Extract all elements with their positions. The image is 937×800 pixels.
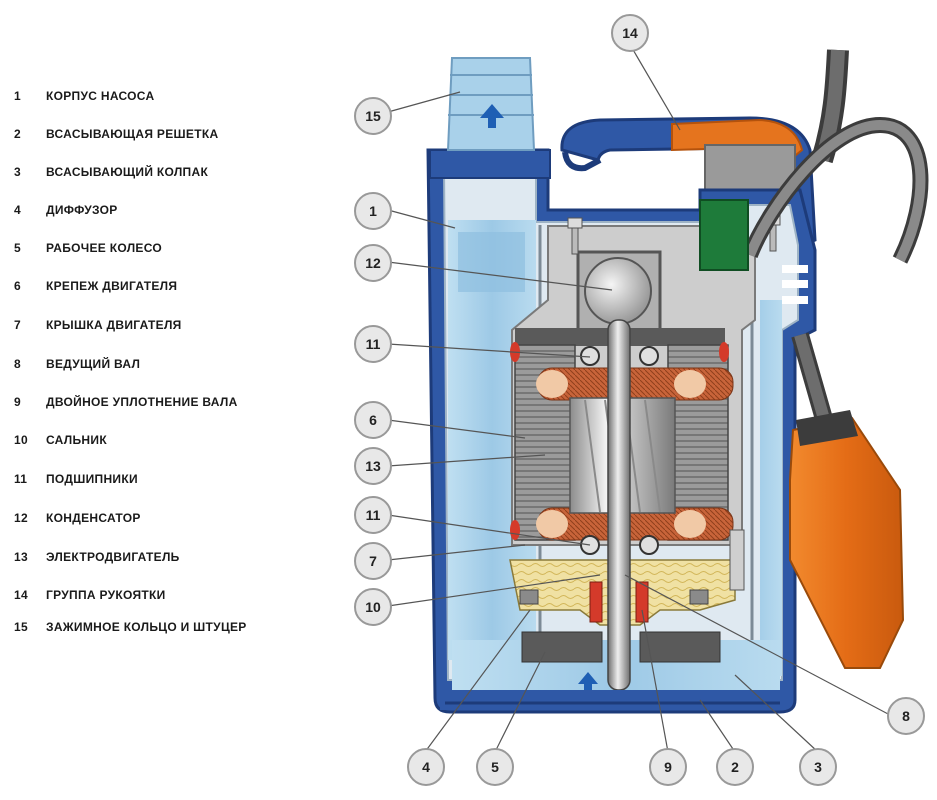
drive-shaft (607, 319, 631, 691)
callout-15: 15 (354, 97, 392, 135)
callout-14: 14 (611, 14, 649, 52)
svg-text:13: 13 (365, 458, 381, 474)
svg-text:15: 15 (365, 108, 381, 124)
legend-number: 11 (14, 472, 28, 486)
callout-11-top: 11 (354, 325, 392, 363)
svg-text:2: 2 (731, 759, 739, 775)
svg-text:8: 8 (902, 708, 910, 724)
motor-compartment (510, 214, 781, 555)
legend-label: ГРУППА РУКОЯТКИ (46, 588, 166, 602)
legend-item-14: 14 ГРУППА РУКОЯТКИ (14, 585, 166, 605)
legend-number: 14 (14, 588, 28, 602)
legend-item-11: 11 ПОДШИПНИКИ (14, 469, 138, 489)
legend-label: ВСАСЫВАЮЩИЙ КОЛПАК (46, 165, 209, 179)
legend-item-12: 12 КОНДЕНСАТОР (14, 508, 141, 528)
callout-7: 7 (354, 542, 392, 580)
legend-item-8: 8 ВЕДУЩИЙ ВАЛ (14, 354, 140, 374)
legend-label: КОНДЕНСАТОР (46, 511, 141, 525)
legend-label: ВЕДУЩИЙ ВАЛ (46, 357, 141, 371)
legend-number: 10 (14, 433, 28, 447)
svg-text:9: 9 (664, 759, 672, 775)
legend-item-5: 5 РАБОЧЕЕ КОЛЕСО (14, 238, 162, 258)
legend-item-4: 4 ДИФФУЗОР (14, 200, 118, 220)
callout-bubbles: 15 1 12 11 6 13 11 7 10 14 8 4 5 9 2 3 (354, 14, 925, 786)
callout-4: 4 (407, 748, 445, 786)
legend-number: 15 (14, 620, 28, 634)
legend-number: 5 (14, 241, 21, 255)
svg-text:5: 5 (491, 759, 499, 775)
callout-6: 6 (354, 401, 392, 439)
callout-1: 1 (354, 192, 392, 230)
legend-item-3: 3 ВСАСЫВАЮЩИЙ КОЛПАК (14, 162, 208, 182)
legend-number: 9 (14, 395, 21, 409)
svg-text:11: 11 (366, 507, 381, 523)
legend-label: ЗАЖИМНОЕ КОЛЬЦО И ШТУЦЕР (46, 620, 247, 634)
legend-number: 2 (14, 127, 21, 141)
legend-label: КРЕПЕЖ ДВИГАТЕЛЯ (46, 279, 178, 293)
legend-item-6: 6 КРЕПЕЖ ДВИГАТЕЛЯ (14, 276, 177, 296)
float-switch (699, 116, 929, 669)
svg-text:6: 6 (369, 412, 377, 428)
svg-text:14: 14 (622, 25, 638, 41)
svg-text:11: 11 (366, 336, 381, 352)
legend-item-15: 15 ЗАЖИМНОЕ КОЛЬЦО И ШТУЦЕР (14, 617, 247, 637)
double-shaft-seal (589, 581, 603, 623)
callout-12: 12 (354, 244, 392, 282)
legend-item-9: 9 ДВОЙНОЕ УПЛОТНЕНИЕ ВАЛА (14, 392, 238, 412)
callout-11-bottom: 11 (354, 496, 392, 534)
legend-number: 12 (14, 511, 28, 525)
legend-item-1: 1 КОРПУС НАСОСА (14, 86, 154, 106)
callout-2: 2 (716, 748, 754, 786)
svg-text:10: 10 (365, 599, 381, 615)
capacitor (584, 257, 652, 325)
impeller (521, 631, 721, 694)
legend-item-10: 10 САЛЬНИК (14, 430, 107, 450)
callout-13: 13 (354, 447, 392, 485)
flow-arrow-up-icon (578, 672, 598, 694)
legend-label: КОРПУС НАСОСА (46, 89, 155, 103)
legend-label: ВСАСЫВАЮЩАЯ РЕШЕТКА (46, 127, 219, 141)
legend-label: САЛЬНИК (46, 433, 107, 447)
legend-number: 13 (14, 550, 28, 564)
legend-item-13: 13 ЭЛЕКТРОДВИГАТЕЛЬ (14, 547, 180, 567)
legend-number: 7 (14, 318, 21, 332)
legend-label: РАБОЧЕЕ КОЛЕСО (46, 241, 163, 255)
svg-text:12: 12 (365, 255, 381, 271)
parts-legend: 1 КОРПУС НАСОСА 2 ВСАСЫВАЮЩАЯ РЕШЕТКА 3 ВСА… (0, 0, 300, 660)
legend-label: ЭЛЕКТРОДВИГАТЕЛЬ (46, 550, 180, 564)
svg-text:3: 3 (814, 759, 822, 775)
legend-number: 3 (14, 165, 21, 179)
callout-8: 8 (887, 697, 925, 735)
legend-number: 1 (14, 89, 21, 103)
callout-5: 5 (476, 748, 514, 786)
legend-number: 6 (14, 279, 21, 293)
svg-text:7: 7 (369, 553, 377, 569)
leader-lines (387, 47, 891, 753)
callout-9: 9 (649, 748, 687, 786)
terminal-block (699, 199, 749, 271)
suction-grille (440, 690, 785, 710)
legend-label: ПОДШИПНИКИ (46, 472, 138, 486)
housing-fins (782, 265, 808, 304)
svg-text:1: 1 (369, 203, 377, 219)
callout-10: 10 (354, 588, 392, 626)
legend-item-2: 2 ВСАСЫВАЮЩАЯ РЕШЕТКА (14, 124, 218, 144)
legend-number: 4 (14, 203, 21, 217)
svg-text:4: 4 (422, 759, 430, 775)
callout-3: 3 (799, 748, 837, 786)
legend-label: ДВОЙНОЕ УПЛОТНЕНИЕ ВАЛА (46, 395, 238, 409)
legend-item-7: 7 КРЫШКА ДВИГАТЕЛЯ (14, 315, 182, 335)
outlet-connector (429, 57, 551, 179)
legend-label: ДИФФУЗОР (46, 203, 118, 217)
legend-number: 8 (14, 357, 21, 371)
flow-arrow-up-icon (480, 104, 504, 128)
legend-label: КРЫШКА ДВИГАТЕЛЯ (46, 318, 182, 332)
